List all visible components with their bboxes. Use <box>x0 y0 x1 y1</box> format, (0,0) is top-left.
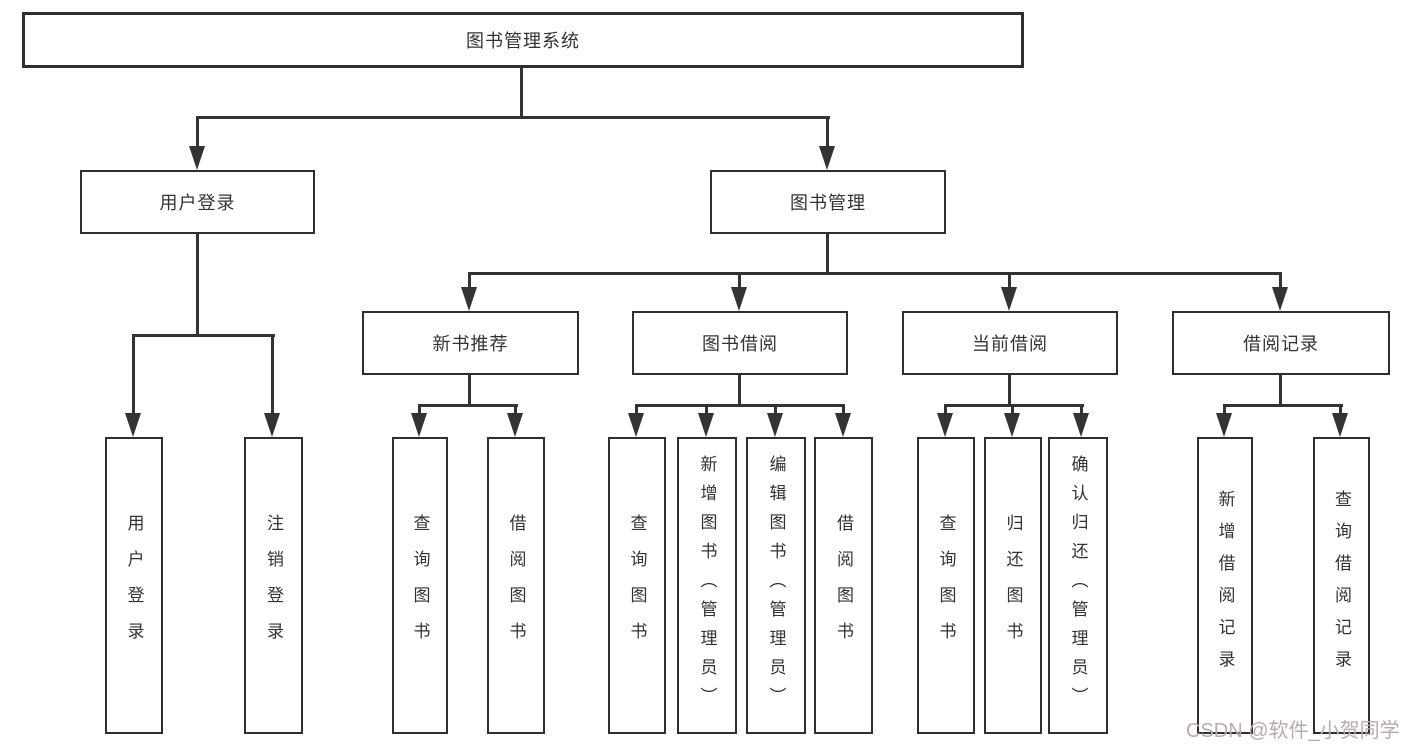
node-root-library-system: 图书管理系统 <box>22 12 1024 68</box>
leaf-edit-books-admin: 编辑图书（管理员） <box>746 437 806 734</box>
leaf-logout: 注销登录 <box>244 437 303 734</box>
arrowhead-borrow-books-2 <box>835 413 851 437</box>
connector-borrow-records-stem <box>1279 375 1282 407</box>
leaf-query-books-borrow: 查询图书 <box>608 437 666 734</box>
connector-arrow-line <box>635 404 638 416</box>
arrowhead-add-borrow-record <box>1216 413 1232 437</box>
csdn-watermark: CSDN @软件_小贺同学 <box>1186 720 1400 742</box>
node-book-borrow: 图书借阅 <box>632 311 848 375</box>
arrowhead-edit-books <box>767 413 783 437</box>
node-label: 新书推荐 <box>432 334 509 354</box>
connector-root-stem <box>520 68 523 118</box>
arrowhead-new-book <box>461 287 477 311</box>
connector-arrow-line <box>514 404 517 416</box>
arrowhead-query-borrow-record <box>1332 413 1348 437</box>
leaf-query-books-current: 查询图书 <box>917 437 975 734</box>
node-label: 用户登录 <box>124 513 144 658</box>
arrowhead-current-borrow <box>1001 287 1017 311</box>
connector-arrow-current-borrow-line <box>1008 272 1011 290</box>
arrowhead-book-borrow <box>731 287 747 311</box>
connector-arrow-line <box>1223 404 1226 416</box>
connector-arrow-book-borrow-line <box>738 272 741 290</box>
arrowhead-user-login <box>189 146 205 170</box>
connector-new-book-stem <box>468 375 471 407</box>
connector-arrow-line <box>1080 404 1083 416</box>
node-label: 图书管理 <box>790 193 866 213</box>
node-label: 查询图书 <box>936 513 956 658</box>
connector-user-login-branch-line <box>132 334 275 337</box>
leaf-confirm-return-admin: 确认归还（管理员） <box>1048 437 1108 734</box>
arrowhead-borrow-books-1 <box>507 413 523 437</box>
node-label: 归还图书 <box>1003 513 1023 658</box>
arrowhead-add-books <box>698 413 714 437</box>
arrowhead-confirm-return <box>1073 413 1089 437</box>
leaf-borrow-books: 借阅图书 <box>814 437 873 734</box>
leaf-borrow-books-recommend: 借阅图书 <box>487 437 545 734</box>
arrowhead-logout-leaf <box>264 413 280 437</box>
connector-book-mgmt-stem <box>826 233 829 275</box>
connector-root-branch-line <box>196 116 830 119</box>
node-label: 查询图书 <box>627 513 647 658</box>
connector-arrow-line <box>705 404 708 416</box>
node-label: 图书借阅 <box>702 334 778 354</box>
connector-current-borrow-stem <box>1008 375 1011 407</box>
arrowhead-query-books-2 <box>628 413 644 437</box>
arrowhead-query-books-3 <box>937 413 953 437</box>
connector-arrow-line <box>842 404 845 416</box>
node-label: 新增图书（管理员） <box>697 455 717 716</box>
arrowhead-login-leaf <box>125 413 141 437</box>
node-label: 图书管理系统 <box>466 31 580 51</box>
connector-arrow-book-mgmt-line <box>826 116 829 148</box>
node-label: 注销登录 <box>264 513 283 658</box>
leaf-add-books-admin: 新增图书（管理员） <box>677 437 737 734</box>
arrowhead-return-books <box>1004 413 1020 437</box>
node-label: 新增借阅记录 <box>1215 489 1235 682</box>
connector-arrow-line <box>1339 404 1342 416</box>
leaf-return-books: 归还图书 <box>984 437 1042 734</box>
node-label: 当前借阅 <box>972 334 1048 354</box>
arrowhead-borrow-records <box>1272 287 1288 311</box>
connector-arrow-line <box>1011 404 1014 416</box>
leaf-query-borrow-record: 查询借阅记录 <box>1313 437 1370 734</box>
node-new-book-recommend: 新书推荐 <box>362 311 579 375</box>
leaf-user-login: 用户登录 <box>105 437 163 734</box>
connector-user-login-stem <box>196 233 199 337</box>
node-label: 借阅图书 <box>506 513 526 658</box>
connector-book-borrow-stem <box>738 375 741 407</box>
node-label: 查询图书 <box>410 513 430 658</box>
node-label: 确认归还（管理员） <box>1068 455 1088 716</box>
node-label: 编辑图书（管理员） <box>766 455 786 716</box>
connector-current-borrow-branch-line <box>944 404 1084 407</box>
connector-book-mgmt-branch-line <box>468 272 1282 275</box>
connector-arrow-line <box>944 404 947 416</box>
connector-arrow-login-leaf-line <box>132 334 135 416</box>
arrowhead-query-books-1 <box>411 413 427 437</box>
node-label: 借阅图书 <box>834 513 853 658</box>
node-user-login-branch: 用户登录 <box>80 170 315 234</box>
leaf-add-borrow-record: 新增借阅记录 <box>1197 437 1253 734</box>
connector-arrow-borrow-records-line <box>1279 272 1282 290</box>
arrowhead-book-mgmt <box>819 146 835 170</box>
connector-book-borrow-branch-line <box>635 404 845 407</box>
node-book-management-branch: 图书管理 <box>710 170 946 234</box>
node-label: 用户登录 <box>159 193 236 213</box>
node-label: 查询借阅记录 <box>1332 489 1351 682</box>
connector-arrow-new-book-line <box>468 272 471 290</box>
node-current-borrow: 当前借阅 <box>902 311 1118 375</box>
node-label: 借阅记录 <box>1243 334 1319 354</box>
connector-arrow-logout-leaf-line <box>271 334 274 416</box>
connector-arrow-user-login-line <box>196 116 199 148</box>
connector-borrow-records-branch-line <box>1223 404 1343 407</box>
connector-arrow-line <box>774 404 777 416</box>
leaf-query-books-recommend: 查询图书 <box>392 437 448 734</box>
node-borrow-records: 借阅记录 <box>1172 311 1390 375</box>
connector-arrow-line <box>418 404 421 416</box>
connector-new-book-branch-line <box>418 404 518 407</box>
